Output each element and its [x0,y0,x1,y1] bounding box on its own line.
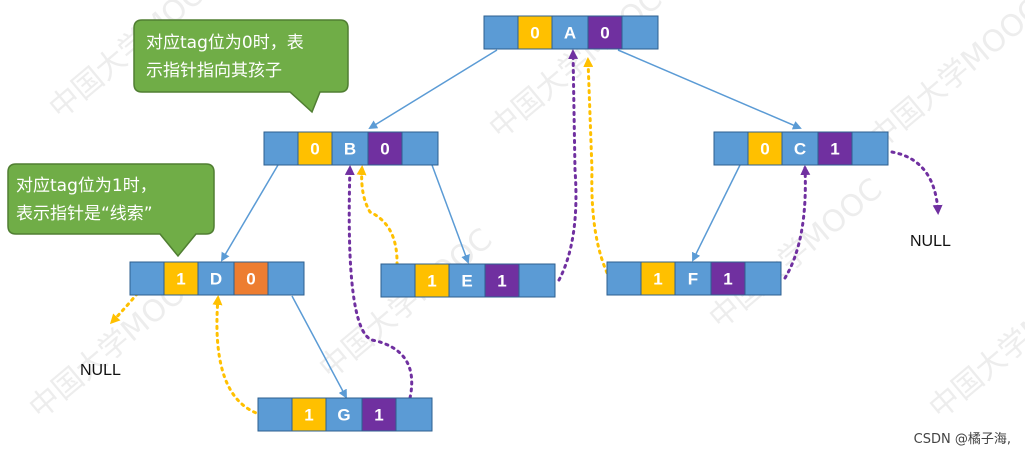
node-f-data-cell [674,261,712,296]
node-d-rchild-pointer-cell [267,261,305,296]
node-a-rtag: 0 [600,24,609,43]
edge-a-b [368,49,498,130]
node-c-rtag-cell [817,131,853,166]
node-f: 1 F 1 [606,261,782,296]
node-a-lchild-pointer-cell [483,15,519,50]
node-c-ltag-cell [747,131,783,166]
node-f-rchild-pointer-cell [744,261,782,296]
node-b-data-cell [331,131,369,166]
node-b-rchild-pointer-cell [401,131,439,166]
node-d-rtag: 0 [246,270,255,289]
thread-e-right-a [557,49,579,282]
node-e-lchild-pointer-cell [380,263,416,298]
node-g-data: G [337,406,350,425]
edge-b-e [431,164,470,264]
node-d-ltag: 1 [176,270,185,289]
node-g-rtag: 1 [374,406,383,425]
null-label-right: NULL [910,233,951,250]
thread-arrows [109,49,943,417]
thread-f-right-c [783,165,811,280]
node-f-lchild-pointer-cell [606,261,642,296]
callout-tag1-line2: 表示指针是“线索” [16,204,153,224]
node-d-data: D [210,270,222,289]
node-c-data-cell [781,131,819,166]
node-g-lchild-pointer-cell [257,397,293,432]
edge-a-c [617,49,802,130]
edge-c-f [692,164,741,262]
node-a-data-cell [551,15,589,50]
node-c-lchild-pointer-cell [713,131,749,166]
node-b-ltag: 0 [310,140,319,159]
node-g-rchild-pointer-cell [395,397,433,432]
node-a-ltag: 0 [530,24,539,43]
node-e-data: E [461,272,472,291]
thread-c-right-null [890,150,943,215]
node-f-data: F [688,270,698,289]
node-g-ltag-cell [291,397,327,432]
callout-tag1: 对应tag位为1时， 表示指针是“线索” [7,163,215,258]
node-g-ltag: 1 [304,406,313,425]
edge-d-g [291,295,347,399]
node-e-data-cell [448,263,486,298]
node-c-data: C [794,140,806,159]
node-d-ltag-cell [163,261,199,296]
node-b-ltag-cell [297,131,333,166]
node-e-ltag-cell [414,263,450,298]
node-b-lchild-pointer-cell [263,131,299,166]
node-f-ltag: 1 [653,270,662,289]
node-d-data-cell [197,261,235,296]
callout-tag1-line1: 对应tag位为1时， [16,176,157,196]
node-f-rtag: 1 [723,270,732,289]
node-a-ltag-cell [517,15,553,50]
thread-d-left-null [109,286,144,325]
node-c-rchild-pointer-cell [851,131,889,166]
thread-e-left-b [356,165,399,267]
callout-tag0-line1: 对应tag位为0时，表 [146,33,304,53]
node-b-rtag-cell [367,131,403,166]
node-a-rchild-pointer-cell [621,15,659,50]
node-b-data: B [344,140,356,159]
null-label-left: NULL [80,362,121,379]
node-d: 1 D 0 [129,261,305,296]
node-c-rtag: 1 [830,140,839,159]
tree-edges [220,49,802,399]
node-a-data: A [564,24,576,43]
thread-f-left-a [583,57,612,281]
node-a: 0 A 0 [483,15,659,50]
node-e-ltag: 1 [427,272,436,291]
node-b: 0 B 0 [263,131,439,166]
node-b-rtag: 0 [380,140,389,159]
callout-tag0-line2: 示指针指向其孩子 [146,61,282,81]
thread-g-left-d [212,295,264,417]
node-d-lchild-pointer-cell [129,261,165,296]
node-g-rtag-cell [361,397,397,432]
callout-tag0: 对应tag位为0时，表 示指针指向其孩子 [133,19,349,114]
node-c: 0 C 1 [713,131,889,166]
node-e: 1 E 1 [380,263,556,298]
node-c-ltag: 0 [760,140,769,159]
node-g: 1 G 1 [257,397,433,432]
node-e-rtag: 1 [497,272,506,291]
node-f-ltag-cell [640,261,676,296]
watermark-text: 中国大学MOOC [923,262,1025,426]
node-e-rchild-pointer-cell [518,263,556,298]
node-a-rtag-cell [587,15,623,50]
node-e-rtag-cell [484,263,520,298]
csdn-credit: CSDN @橘子海, [913,432,1011,447]
edge-b-d [220,164,279,262]
thread-g-right-b [344,165,414,400]
